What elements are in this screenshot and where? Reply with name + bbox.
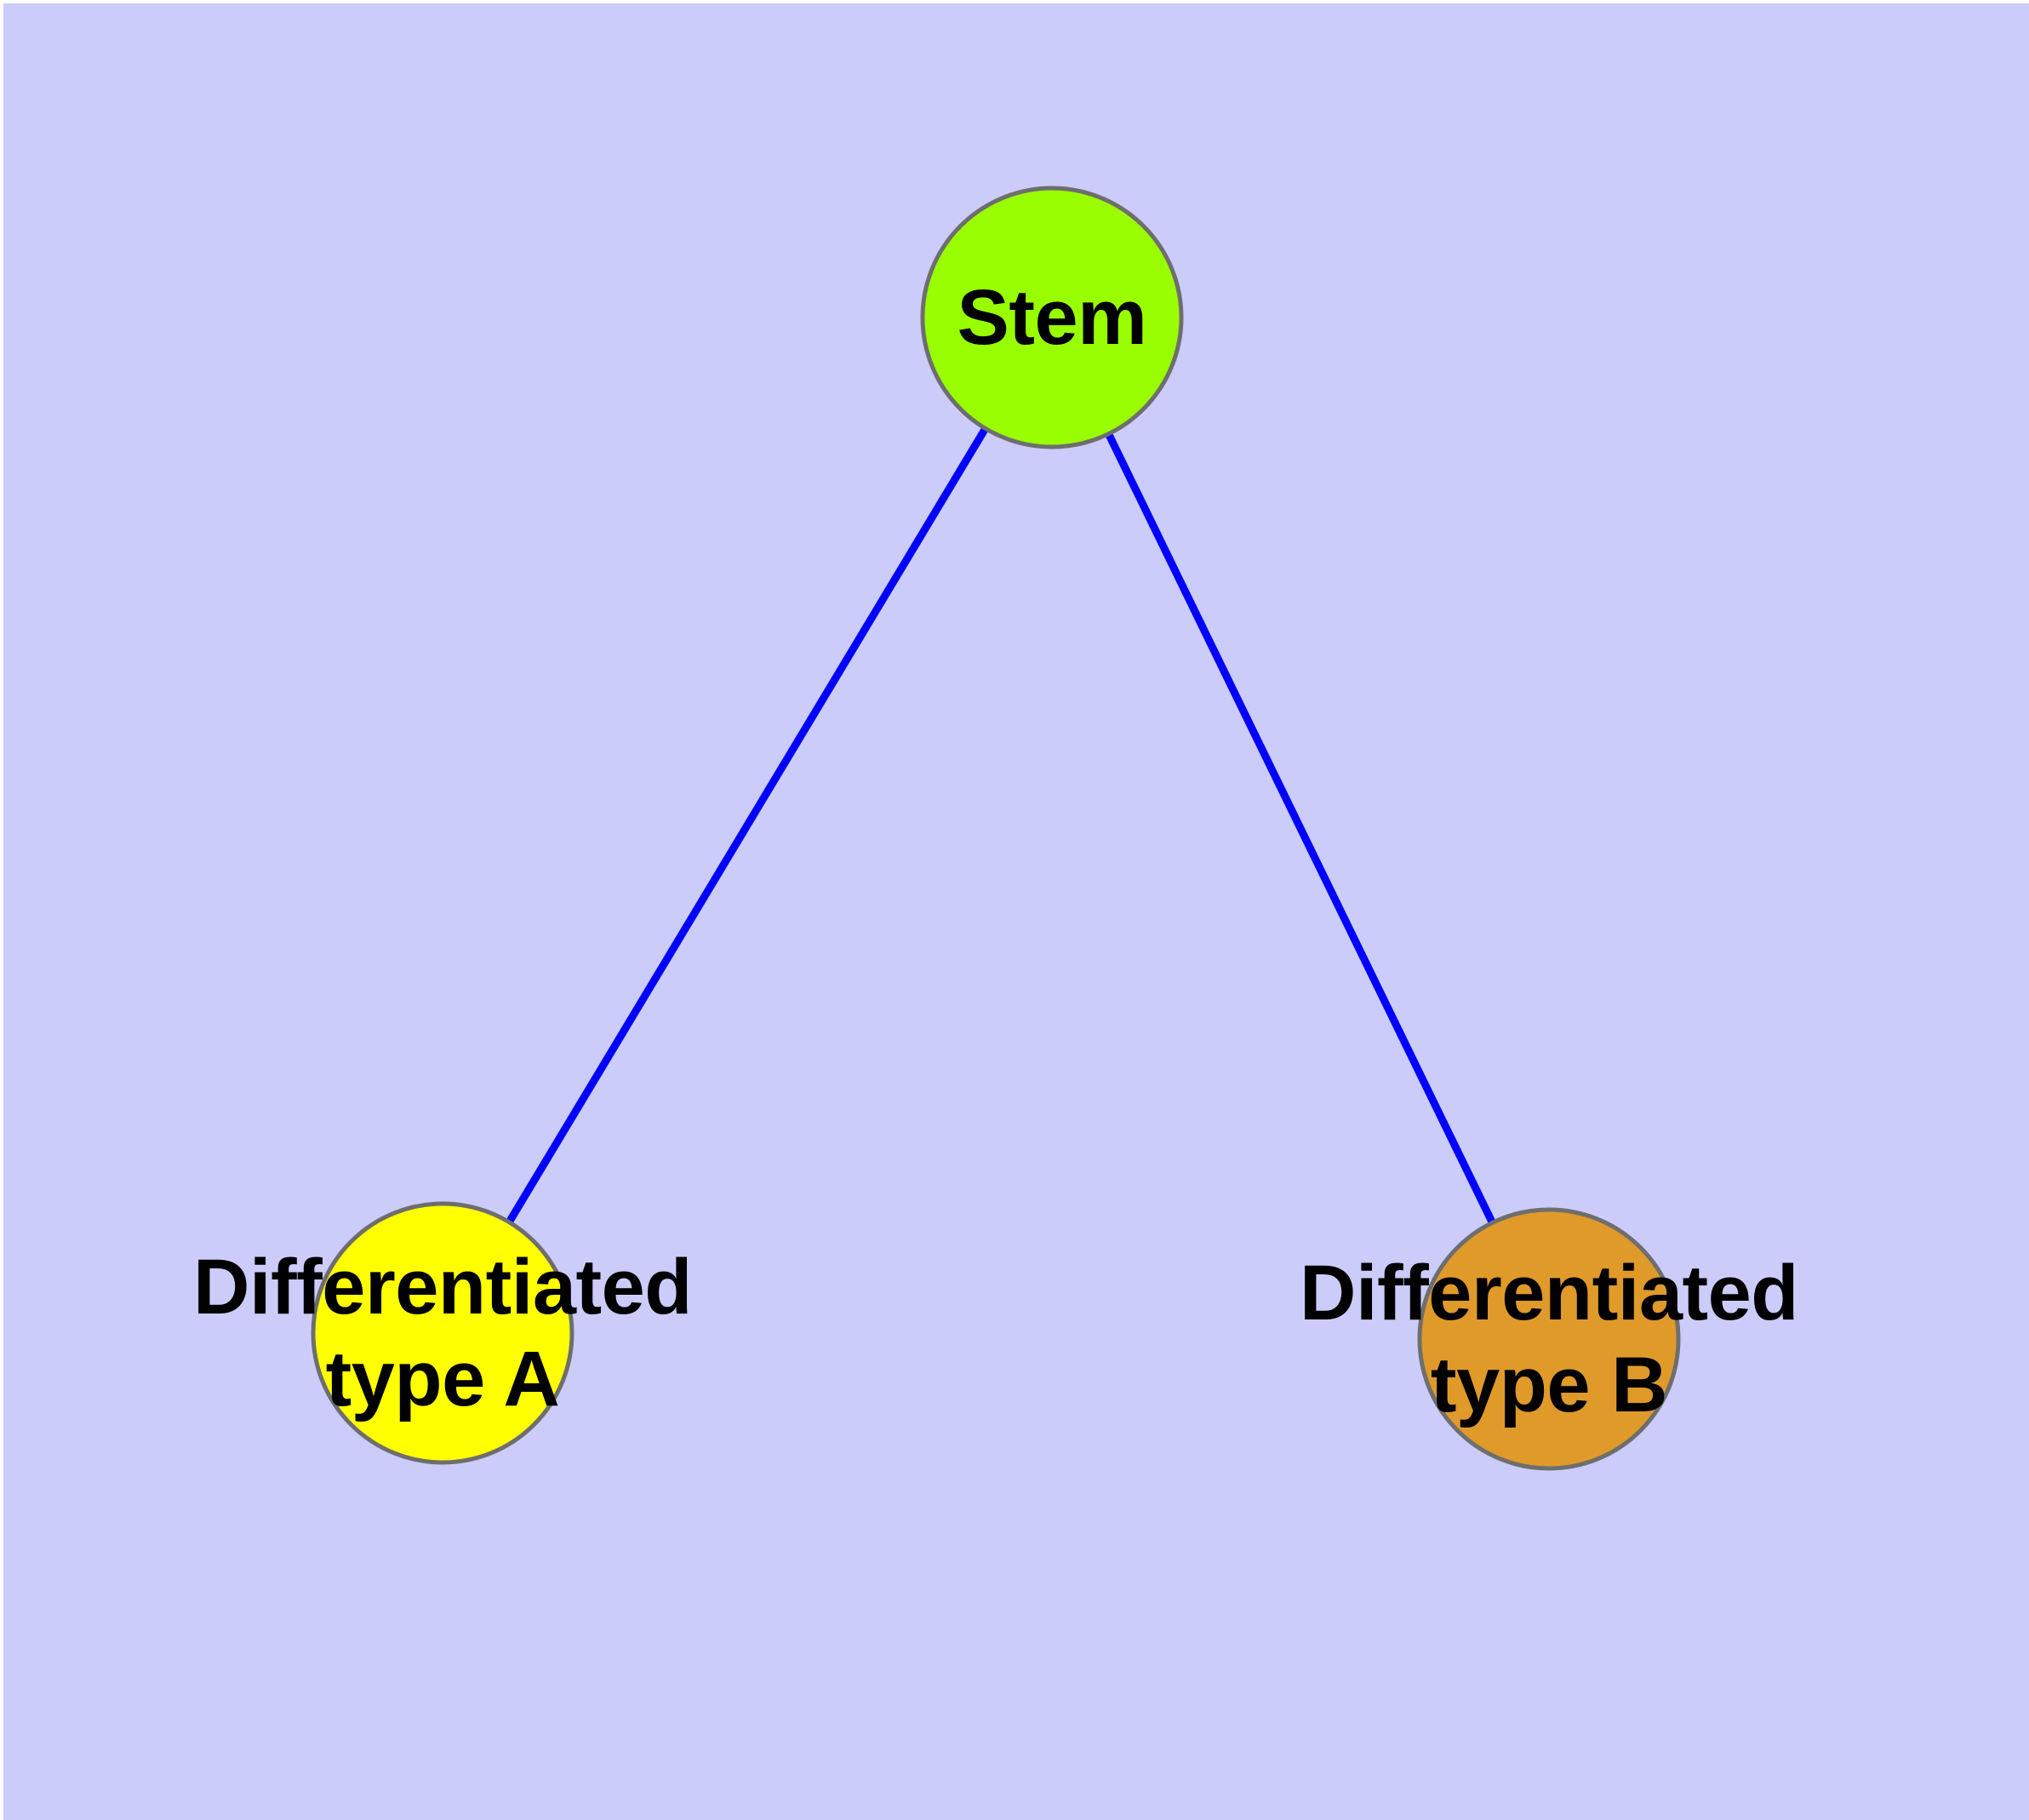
nodes-layer [311,186,1681,1471]
edges-layer [439,315,1553,1341]
graph-node-diff_a[interactable] [311,1201,574,1465]
graph-node-diff_b[interactable] [1417,1207,1681,1471]
graph-edge[interactable] [439,315,1055,1336]
graph-node-stem[interactable] [920,186,1184,449]
graph-edge[interactable] [1048,316,1553,1341]
